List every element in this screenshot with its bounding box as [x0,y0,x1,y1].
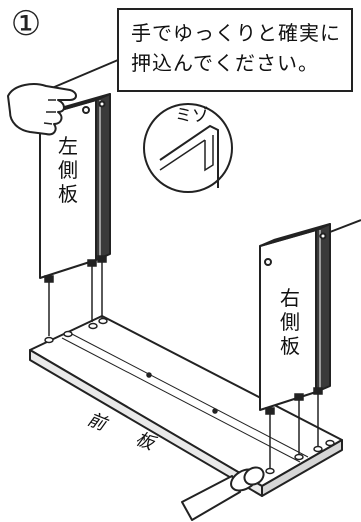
left-panel-char-2: 側 [58,158,78,182]
left-panel-char-3: 板 [58,182,78,206]
left-panel-label: 左 側 板 [56,134,80,206]
step-number: ① [10,4,42,44]
right-dowels [265,387,323,468]
mallet-icon [181,466,265,521]
right-panel-label: 右 側 板 [278,286,302,358]
callout-line-2: 押込んでください。 [131,51,319,75]
instruction-callout: 手でゆっくりと確実に 押込んでください。 [117,8,353,92]
right-panel-char-1: 右 [280,286,300,310]
front-board [29,315,343,497]
right-side-panel [259,223,331,411]
board-holes [44,317,335,475]
right-panel-char-3: 板 [280,334,300,358]
right-panel-char-2: 側 [280,310,300,334]
left-panel-char-1: 左 [58,134,78,158]
callout-line-1: 手でゆっくりと確実に [131,21,341,45]
left-dowels [44,255,107,336]
right-leader-line [329,219,361,233]
callout-leader-line [51,59,119,89]
groove-zoom-circle [143,103,233,193]
groove-label: ミゾ [175,106,209,126]
hand-icon [7,83,77,136]
